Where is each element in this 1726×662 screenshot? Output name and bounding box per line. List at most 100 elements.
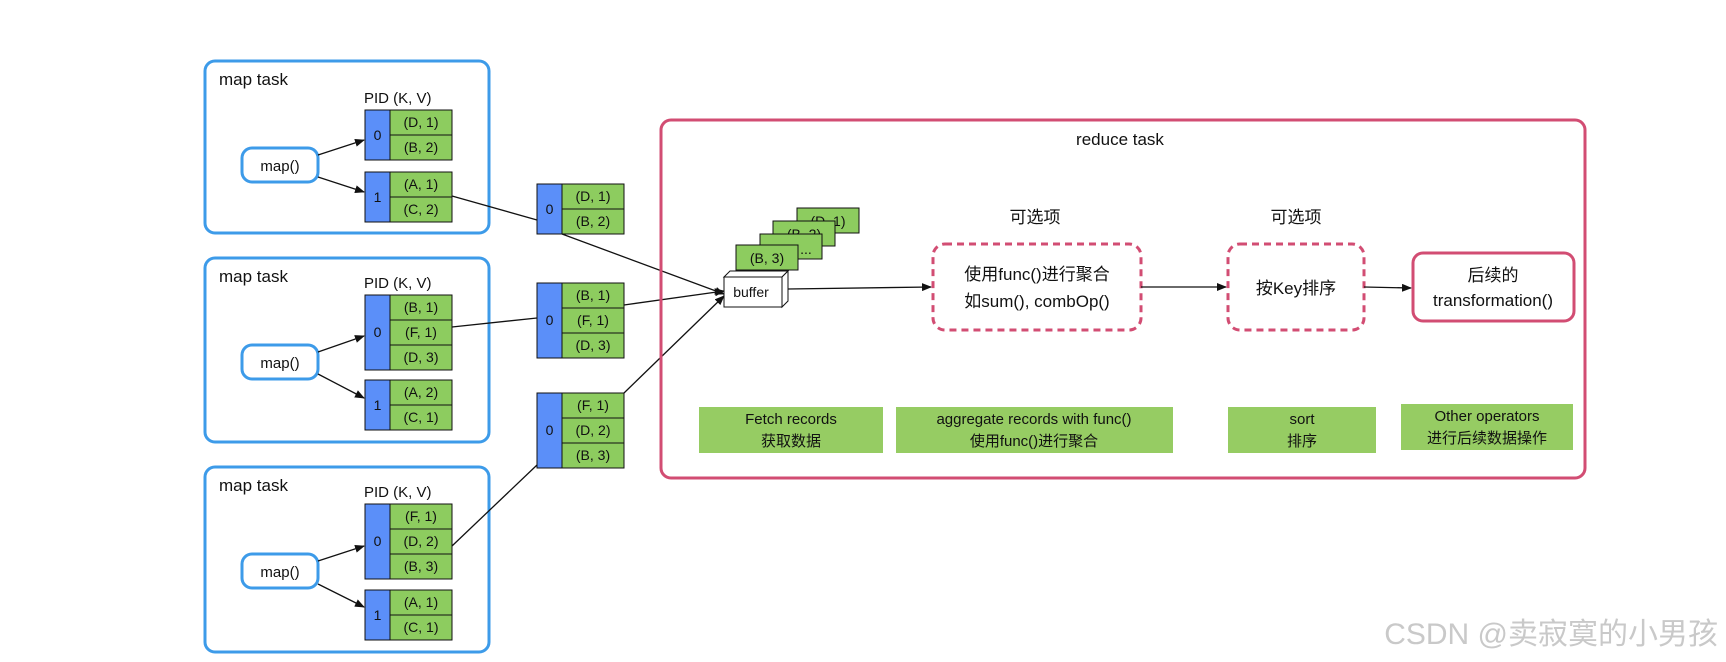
- aggregate-step-line-2: 如sum(), combOp(): [964, 292, 1109, 311]
- partition-1: 1 (A, 2) (C, 1): [364, 379, 453, 431]
- shuffled-partition-1: 0 (D, 1) (B, 2): [536, 183, 625, 235]
- stage-label-sort: [1228, 407, 1376, 453]
- stage-label-zh: 获取数据: [761, 433, 821, 450]
- record-cell: [561, 307, 625, 334]
- buffer-side-face: [781, 269, 789, 309]
- aggregate-step-line-1: 使用func()进行聚合: [964, 264, 1109, 284]
- map-task-title: map task: [219, 267, 288, 286]
- record-cell: [389, 528, 453, 555]
- partition-table-header: PID (K, V): [364, 275, 432, 292]
- fetch-arrow: [623, 288, 725, 306]
- stage-label-zh: 进行后续数据操作: [1427, 430, 1547, 447]
- partition-id: 0: [374, 324, 382, 340]
- map-output-arrow: [317, 176, 365, 194]
- record: (D, 2): [576, 422, 611, 438]
- buffer-label: buffer: [733, 284, 769, 300]
- buffer-box: [723, 276, 783, 308]
- map-function-box: [240, 146, 320, 184]
- record-cell: [561, 208, 625, 235]
- shuffle-connector: [451, 195, 538, 221]
- map-function-label: map(): [260, 355, 299, 372]
- shuffled-partition-3: 0 (F, 1) (D, 2) (B, 3): [536, 392, 625, 469]
- shuffled-partition-2: 0 (B, 1) (F, 1) (D, 3): [536, 282, 625, 359]
- record-cell: [389, 379, 453, 406]
- transformation-line-2: transformation(): [1433, 291, 1553, 310]
- sort-step-label: 按Key排序: [1256, 279, 1336, 298]
- record-cell: [389, 614, 453, 641]
- record-cell: [561, 282, 625, 309]
- fetched-record-stack: (D, 1) (B, 2) ... (B, 3): [735, 207, 860, 271]
- record: (B, 3): [750, 250, 784, 266]
- record: (B, 2): [576, 213, 610, 229]
- partition-id-cell: [536, 392, 563, 469]
- record: (B, 3): [404, 558, 438, 574]
- map-task-title: map task: [219, 70, 288, 89]
- map-task-frame: [203, 465, 491, 654]
- record-cell: [389, 404, 453, 431]
- record: (F, 1): [577, 312, 609, 328]
- stage-label-en: sort: [1289, 411, 1315, 428]
- flow-arrow: [787, 283, 932, 292]
- record: (A, 1): [404, 594, 438, 610]
- reduce-task-frame: [659, 118, 1587, 480]
- partition-id: 0: [546, 422, 554, 438]
- record: (B, 1): [576, 287, 610, 303]
- map-task-frame: [203, 59, 491, 235]
- reduce-task: reduce task (D, 1) (B, 2) ... (B, 3) buf…: [659, 118, 1587, 480]
- flow-arrow: [1363, 283, 1412, 292]
- record-cell: [389, 319, 453, 346]
- record-cell: [389, 553, 453, 580]
- stage-label-en: Other operators: [1434, 408, 1539, 425]
- partition-table-header: PID (K, V): [364, 90, 432, 107]
- partition-1: 1 (A, 1) (C, 1): [364, 589, 453, 641]
- transformation-step-box: [1411, 251, 1576, 323]
- optional-label: 可选项: [1271, 208, 1322, 227]
- partition-id: 1: [374, 397, 382, 413]
- partition-0: 0 (D, 1) (B, 2): [364, 109, 453, 161]
- record: (F, 1): [405, 324, 437, 340]
- record-cell: [561, 442, 625, 469]
- record: (D, 3): [576, 337, 611, 353]
- partition-id: 0: [374, 533, 382, 549]
- record: (C, 2): [404, 201, 439, 217]
- map-output-arrow: [317, 583, 365, 608]
- watermark: CSDN @卖寂寞的小男孩: [1384, 618, 1718, 651]
- map-output-arrow: [317, 335, 365, 353]
- map-function-label: map(): [260, 158, 299, 175]
- record: (A, 1): [404, 176, 438, 192]
- partition-id-cell: [364, 294, 391, 371]
- partition-id: 1: [374, 607, 382, 623]
- map-output-arrow: [317, 138, 365, 156]
- record: (B, 3): [576, 447, 610, 463]
- record-cell: [389, 171, 453, 198]
- record: (D, 1): [404, 114, 439, 130]
- record-cell: [735, 244, 799, 271]
- record: (C, 1): [404, 409, 439, 425]
- map-task-1: map task map() PID (K, V) 0 (D, 1) (B, 2…: [203, 59, 491, 235]
- record-cell: [389, 589, 453, 616]
- reduce-task-title: reduce task: [1076, 130, 1164, 149]
- shuffle-connector: [451, 317, 538, 328]
- map-task-3: map task map() PID (K, V) 0 (F, 1) (D, 2…: [203, 465, 491, 654]
- partition-id: 0: [546, 201, 554, 217]
- partition-id-cell: [364, 503, 391, 580]
- partition-id: 0: [374, 127, 382, 143]
- record: (F, 1): [405, 508, 437, 524]
- record: (D, 1): [576, 188, 611, 204]
- partition-0: 0 (B, 1) (F, 1) (D, 3): [364, 294, 453, 371]
- map-output-arrow: [317, 373, 365, 399]
- map-function-box: [240, 343, 320, 381]
- buffer: buffer: [722, 269, 790, 309]
- record: (B, 1): [404, 299, 438, 315]
- record-cell: [389, 503, 453, 530]
- partition-id-cell: [364, 109, 391, 161]
- record: (D, 3): [404, 349, 439, 365]
- aggregate-step-box: [931, 242, 1143, 332]
- stage-label-en: aggregate records with func(): [936, 411, 1131, 428]
- record: (D, 2): [404, 533, 439, 549]
- map-output-arrow: [317, 544, 365, 562]
- shuffle-connector: [451, 464, 538, 547]
- stage-label-fetch: [699, 407, 883, 453]
- optional-label: 可选项: [1010, 208, 1061, 227]
